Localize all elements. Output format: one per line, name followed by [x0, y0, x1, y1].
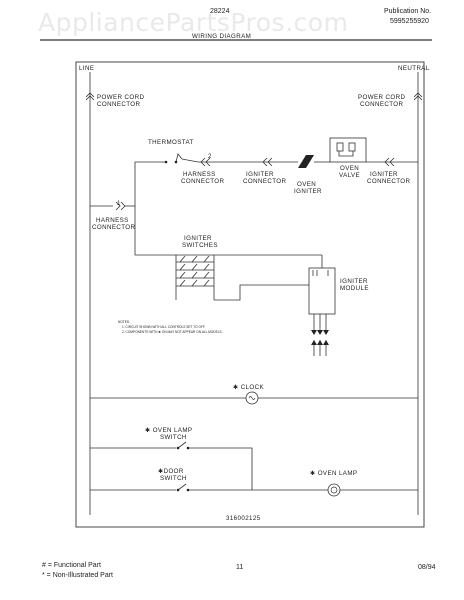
- oven-lamp-switch-line2: SWITCH: [160, 434, 187, 441]
- publication-label: Publication No.: [384, 8, 432, 15]
- neutral-label: NEUTRAL: [398, 65, 430, 72]
- watermark: AppliancePartsPros.com: [38, 8, 349, 37]
- legend-functional: # = Functional Part: [42, 562, 101, 569]
- oven-lamp-label: ✱ OVEN LAMP: [310, 470, 357, 477]
- note-1: 1. CIRCUIT SHOWN WITH ALL CONTROLS SET T…: [122, 325, 206, 329]
- oven-igniter-line2: IGNITER: [294, 188, 322, 195]
- wire-number-2: 2: [208, 153, 212, 160]
- oven-valve-line1: OVEN: [340, 165, 359, 172]
- igniter-switches-line2: SWITCHES: [182, 242, 218, 249]
- harness-connector-top-line2: CONNECTOR: [181, 178, 224, 185]
- power-cord-right-line2: CONNECTOR: [360, 101, 403, 108]
- door-switch-line1: ✱DOOR: [158, 468, 184, 475]
- note-2: 2. COMPONENTS WITH ✱ ON MAY NOT APPEAR O…: [122, 330, 223, 334]
- diagram-title: WIRING DIAGRAM: [192, 33, 251, 40]
- page-number: 11: [236, 564, 244, 571]
- power-cord-right-line1: POWER CORD: [358, 94, 405, 101]
- legend-non-illustrated: * = Non-Illustrated Part: [42, 572, 114, 579]
- diagram-part-number: 316002125: [226, 515, 261, 522]
- igniter-connector-1-line1: IGNITER: [246, 171, 274, 178]
- power-cord-left-line1: POWER CORD: [97, 94, 144, 101]
- thermostat-label: THERMOSTAT: [148, 139, 194, 146]
- igniter-module-line2: MODULE: [340, 285, 369, 292]
- harness-connector-top-line1: HARNESS: [183, 171, 216, 178]
- publication-number: 5995255920: [390, 18, 429, 25]
- igniter-module-line1: IGNITER: [340, 278, 368, 285]
- igniter-switches-line1: IGNITER: [184, 235, 212, 242]
- footer-date: 08/94: [418, 564, 436, 571]
- igniter-connector-1-line2: CONNECTOR: [243, 178, 286, 185]
- door-switch-line2: SWITCH: [160, 475, 187, 482]
- notes-heading: NOTES:: [118, 320, 130, 324]
- igniter-connector-2-line1: IGNITER: [370, 171, 398, 178]
- model-number: 28224: [210, 8, 230, 15]
- clock-label: ✱ CLOCK: [233, 384, 264, 391]
- power-cord-left-line2: CONNECTOR: [97, 101, 140, 108]
- harness-connector-left-line1: HARNESS: [96, 217, 129, 224]
- oven-igniter-line1: OVEN: [297, 181, 316, 188]
- wire-number-1: 1: [117, 200, 121, 207]
- oven-valve-line2: VALVE: [339, 172, 360, 179]
- oven-lamp-switch-line1: ✱ OVEN LAMP: [145, 427, 192, 434]
- igniter-connector-2-line2: CONNECTOR: [367, 178, 410, 185]
- line-label: LINE: [79, 65, 94, 72]
- harness-connector-left-line2: CONNECTOR: [92, 224, 135, 231]
